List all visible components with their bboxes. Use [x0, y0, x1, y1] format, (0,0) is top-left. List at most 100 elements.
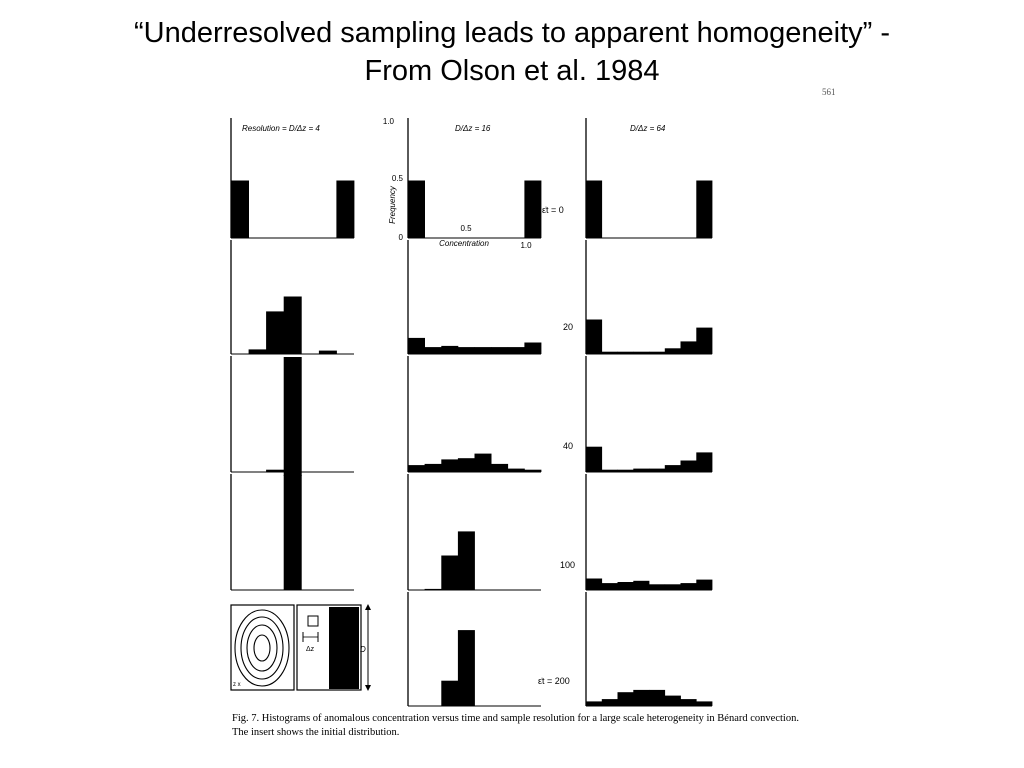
figure-caption-line-2: The insert shows the initial distributio…: [232, 727, 400, 738]
row-label-20: 20: [563, 322, 573, 332]
histogram-bar: [266, 311, 285, 354]
histogram-bar: [649, 584, 666, 591]
histogram-bar: [248, 349, 267, 354]
histogram-bar: [441, 459, 459, 473]
histogram-bar: [424, 588, 442, 591]
x-axis-label: Concentration: [439, 239, 489, 248]
x-tick-0-5: 0.5: [460, 224, 472, 233]
histogram-bar: [617, 582, 634, 591]
histogram-bar: [696, 701, 713, 706]
histogram-bar: [231, 180, 249, 238]
histogram-bar: [633, 689, 650, 706]
column-header-resolution-64: D/Δz = 64: [630, 124, 666, 133]
histogram-bar: [318, 350, 337, 354]
dz-label: Δz: [306, 646, 315, 653]
column-header-resolution-4: Resolution = D/Δz = 4: [242, 124, 320, 133]
histogram-bar: [617, 351, 634, 354]
figure-caption: Fig. 7. Histograms of anomalous concentr…: [232, 712, 872, 740]
histogram-bar: [524, 342, 542, 354]
histogram-bar: [408, 180, 425, 238]
histogram-bar: [649, 689, 666, 706]
convection-cell-box: [230, 604, 295, 691]
y-tick-1-0: 1.0: [383, 117, 395, 126]
histogram-bar: [441, 555, 459, 590]
histogram-bar: [586, 180, 603, 238]
row-label-0: ε̇t = 0: [542, 205, 564, 215]
histogram-bar: [633, 351, 650, 354]
histogram-bar: [491, 463, 509, 472]
histogram-bar: [586, 319, 603, 354]
histogram-bar: [680, 460, 697, 472]
insert-corner-label: z x: [233, 682, 241, 688]
histogram-bar: [664, 465, 681, 472]
initial-distribution-insert: z x Δz D: [230, 604, 371, 691]
histogram-bar: [696, 579, 713, 590]
histogram-bar: [633, 468, 650, 472]
histogram-bar: [586, 446, 603, 472]
row-label-200: ε̇t = 200: [538, 676, 570, 686]
slide-title-line-2: From Olson et al. 1984: [364, 55, 660, 87]
y-tick-0-5: 0.5: [392, 174, 404, 183]
histogram-bar: [266, 469, 285, 472]
histogram-bar: [617, 692, 634, 706]
histogram-bar: [424, 347, 442, 354]
histogram-bar: [633, 580, 650, 590]
histogram-bar: [696, 452, 713, 472]
histogram-bar: [474, 453, 492, 472]
histogram-bar: [696, 180, 713, 238]
histogram-panels: [230, 118, 713, 707]
y-tick-0: 0: [399, 233, 404, 242]
histogram-bar: [507, 468, 525, 472]
row-label-40: 40: [563, 441, 573, 451]
histogram-bar: [424, 463, 442, 472]
histogram-bar: [601, 583, 618, 590]
initial-distribution-box: [296, 604, 362, 691]
histogram-bar: [617, 469, 634, 472]
column-header-resolution-16: D/Δz = 16: [455, 124, 491, 133]
histogram-bar: [283, 296, 302, 354]
histogram-bar: [586, 701, 603, 706]
histogram-bar: [441, 345, 459, 354]
y-axis-label: Frequency: [388, 185, 397, 224]
histogram-bar: [441, 680, 459, 706]
page-number-fragment: 561: [822, 87, 836, 97]
row-label-100: 100: [560, 560, 575, 570]
histogram-bar: [696, 327, 713, 355]
x-tick-1-0: 1.0: [520, 241, 532, 250]
histogram-bar: [601, 469, 618, 472]
histogram-bar: [524, 180, 542, 238]
anomalous-region-block: [329, 607, 359, 689]
histogram-bar: [680, 699, 697, 706]
figure-caption-line-1: Fig. 7. Histograms of anomalous concentr…: [232, 713, 799, 724]
histogram-bar: [457, 630, 475, 706]
histogram-bar: [283, 357, 302, 472]
histogram-bar: [664, 348, 681, 355]
histogram-bar: [507, 347, 525, 354]
histogram-bar: [524, 469, 542, 472]
histogram-bar: [283, 475, 302, 590]
histogram-bar: [664, 584, 681, 591]
slide-title-line-1: “Underresolved sampling leads to apparen…: [133, 17, 891, 49]
histogram-bar: [457, 531, 475, 590]
histogram-bar: [408, 337, 425, 354]
d-label: D: [360, 645, 366, 654]
histogram-bar: [601, 699, 618, 706]
histogram-bar: [474, 347, 492, 354]
streamline-ovals: [234, 609, 290, 687]
histogram-bar: [336, 180, 355, 238]
histogram-bar: [680, 583, 697, 590]
histogram-bar: [601, 351, 618, 354]
histogram-bar: [491, 347, 509, 354]
histogram-bar: [586, 578, 603, 590]
histogram-bar: [283, 472, 302, 476]
histogram-bar: [680, 341, 697, 355]
histogram-bar: [649, 351, 666, 354]
histogram-bar: [457, 347, 475, 354]
slide-title: “Underresolved sampling leads to apparen…: [0, 14, 1024, 90]
histogram-bar: [408, 465, 425, 472]
sample-cell-square: [307, 615, 319, 627]
histogram-bar: [664, 695, 681, 706]
histogram-bar: [649, 468, 666, 472]
histogram-bar: [457, 458, 475, 472]
